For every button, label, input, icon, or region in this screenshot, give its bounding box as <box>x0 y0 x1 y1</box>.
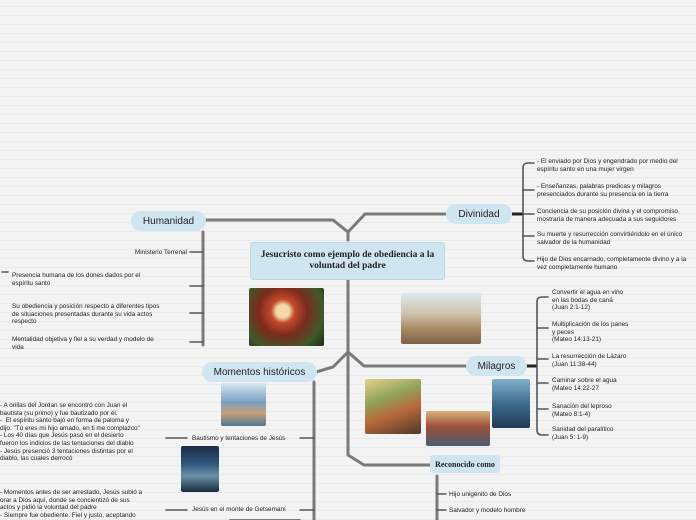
central-topic-text: Jesucristo como ejemplo de obediencia a … <box>260 250 435 271</box>
node-reconocido-label: Reconocido como <box>435 459 495 469</box>
reconocido-item[interactable]: Hijo unigénito de Dios <box>449 491 512 498</box>
humanidad-crowd-image <box>401 293 481 344</box>
milagro-loaves-image <box>365 379 421 434</box>
milagro-water-image <box>426 411 490 446</box>
node-humanidad[interactable]: Humanidad <box>131 211 206 231</box>
milagro-item[interactable]: Sanación del leproso (Mateo 8:1-4) <box>552 403 612 418</box>
node-milagros[interactable]: Milagros <box>466 356 527 376</box>
node-divinidad[interactable]: Divinidad <box>446 204 512 224</box>
connector-trunk <box>346 278 432 467</box>
divinidad-item[interactable]: Su muerte y resurrección convirtiéndolo … <box>537 231 683 246</box>
baptism-image <box>221 383 266 426</box>
momento-item-bautismo[interactable]: Bautismo y tentaciones de Jesús <box>192 435 286 442</box>
momento-item-getsemani[interactable]: Jesús en el monte de Getsemaní <box>192 506 286 513</box>
connector-humanidad <box>203 218 350 242</box>
milagro-item[interactable]: Caminar sobre el agua (Mateo 14:22-27 <box>552 377 617 392</box>
node-milagros-label: Milagros <box>477 360 516 372</box>
node-momentos-historicos[interactable]: Momentos históricos <box>202 362 317 382</box>
getsemani-image <box>181 446 219 492</box>
connector-divinidad <box>346 212 450 242</box>
connector-milagros <box>346 350 468 368</box>
connector-momentos <box>314 350 350 374</box>
humanidad-item[interactable]: Su obediencia y posición respecto a dife… <box>12 303 160 326</box>
reconocido-item[interactable]: Salvador y modelo hombre <box>449 507 526 514</box>
milagro-item[interactable]: Sanidad del paralítico (Juan 5: 1-9) <box>552 426 614 441</box>
humanidad-item[interactable]: Ministerio Terrenal <box>134 249 187 256</box>
milagro-item[interactable]: Multiplicación de los panes y peces (Mat… <box>552 321 629 344</box>
divinidad-item[interactable]: - El enviado por Dios y engendrado por m… <box>537 158 678 173</box>
humanidad-item[interactable]: Mentalidad objetiva y fiel a su verdad y… <box>12 336 154 351</box>
milagro-item[interactable]: Convertir el agua en vino en las bodas d… <box>552 289 624 312</box>
node-momentos-label: Momentos históricos <box>213 366 306 378</box>
divinidad-item[interactable]: - Enseñanzas, palabras predicas y milagr… <box>537 183 669 198</box>
divinidad-item[interactable]: Conciencia de su posición divina y el co… <box>537 208 679 223</box>
bautismo-notes[interactable]: - A orillas del Jordan se encontró con J… <box>0 402 140 463</box>
node-divinidad-label: Divinidad <box>458 208 500 220</box>
node-humanidad-label: Humanidad <box>142 215 195 227</box>
humanidad-item[interactable]: Presencia humana de los dones dados por … <box>12 272 141 287</box>
walking-on-water-image <box>492 379 530 428</box>
central-topic[interactable]: Jesucristo como ejemplo de obediencia a … <box>250 242 445 280</box>
divinidad-item[interactable]: Hijo de Dios encarnado, completamente di… <box>537 256 687 271</box>
node-reconocido-como[interactable]: Reconocido como <box>430 455 500 473</box>
jesus-portrait-image <box>249 288 324 346</box>
milagro-item[interactable]: La resurrección de Lázaro (Juan 11:38-44… <box>552 353 627 368</box>
getsemani-notes[interactable]: - Momentos antes de ser arrestado, Jesús… <box>0 489 143 519</box>
